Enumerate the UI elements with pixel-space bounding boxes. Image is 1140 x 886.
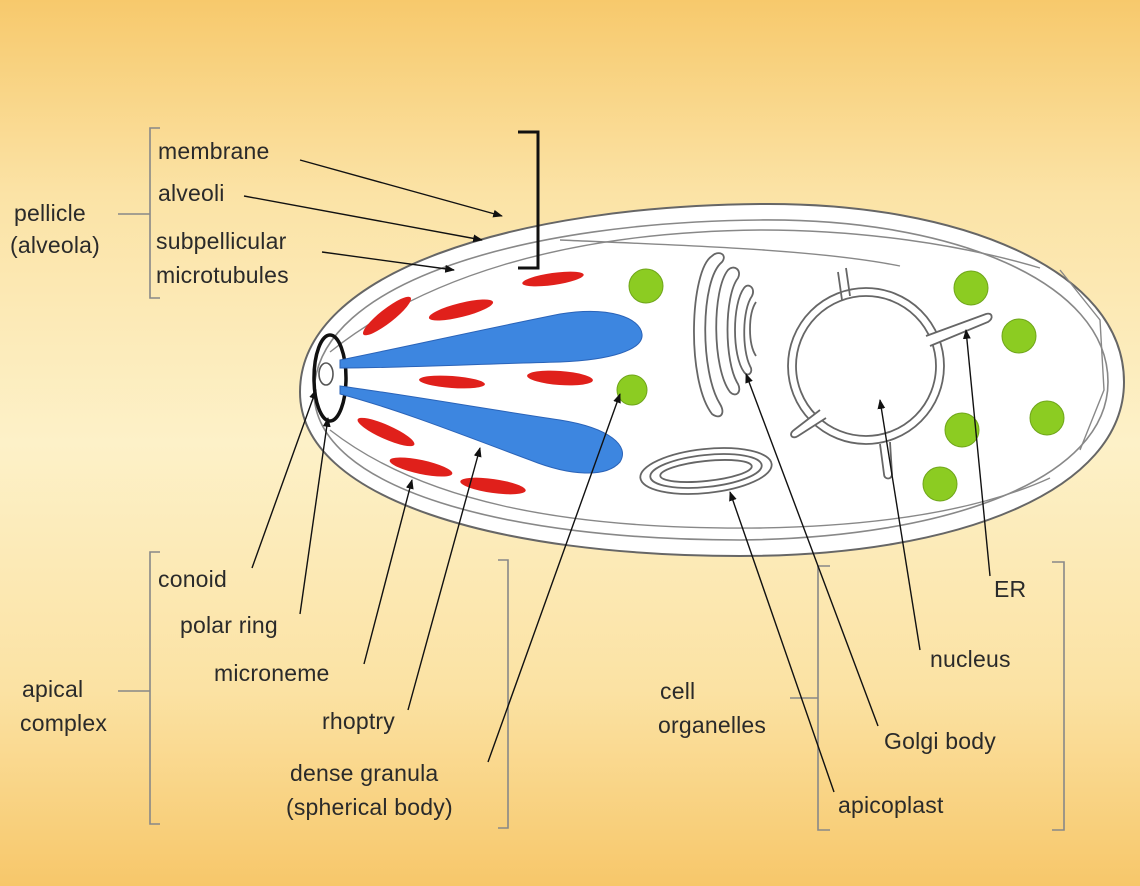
conoid [319, 363, 333, 385]
label-pellicle: pellicle [14, 200, 86, 226]
label-alveola: (alveola) [10, 232, 100, 258]
label-conoid: conoid [158, 566, 227, 592]
dense-granule [617, 375, 647, 405]
leader-membrane [300, 160, 502, 216]
label-polar-ring: polar ring [180, 612, 278, 638]
label-apicoplast: apicoplast [838, 792, 944, 818]
label-apical: apical [22, 676, 83, 702]
label-subpellicular: subpellicular [156, 228, 286, 254]
dense-granule [923, 467, 957, 501]
leader-conoid [252, 390, 316, 568]
dense-granule [1030, 401, 1064, 435]
label-complex: complex [20, 710, 107, 736]
label-spherical-body: (spherical body) [286, 794, 453, 820]
label-rhoptry: rhoptry [322, 708, 395, 734]
label-microneme: microneme [214, 660, 330, 686]
label-dense-granula: dense granula [290, 760, 438, 786]
label-nucleus: nucleus [930, 646, 1011, 672]
dense-granule [954, 271, 988, 305]
label-er: ER [994, 576, 1026, 602]
label-alveoli: alveoli [158, 180, 225, 206]
dense-granule [629, 269, 663, 303]
label-cell: cell [660, 678, 695, 704]
label-membrane: membrane [158, 138, 270, 164]
dense-granule [1002, 319, 1036, 353]
label-organelles: organelles [658, 712, 766, 738]
label-microtubules: microtubules [156, 262, 289, 288]
label-golgi-body: Golgi body [884, 728, 996, 754]
leader-microneme [364, 480, 412, 664]
leader-polar-ring [300, 418, 328, 614]
